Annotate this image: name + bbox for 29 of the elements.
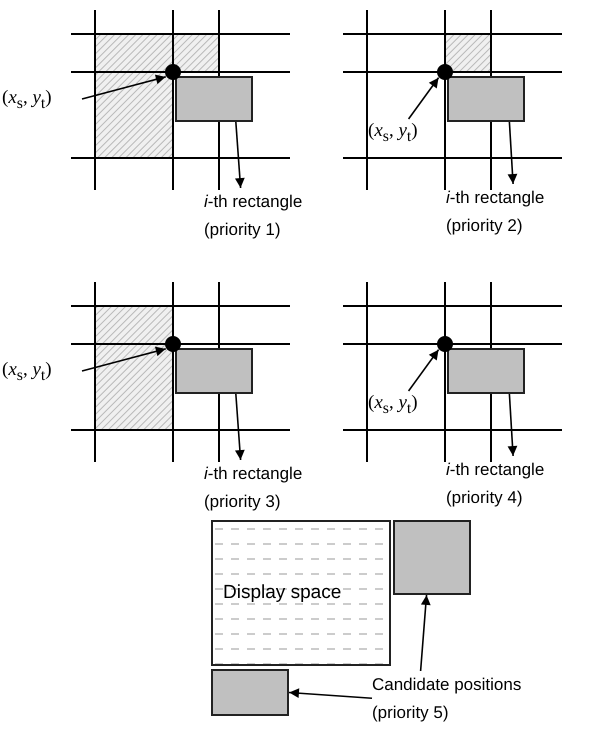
arrow [508,394,518,456]
caption-text: i-th rectangle (priority 4) [446,456,568,514]
caption-text: i-th rectangle (priority 1) [204,188,326,246]
arrow [408,77,440,120]
corner-point [437,64,453,80]
arrow [420,594,431,672]
coordinate-label: (x$_{s}$, y$_{t}$) [368,391,446,417]
coordinate-label: (x$_{s}$, y$_{t}$) [368,119,446,145]
rectangle [393,520,471,595]
coordinate-label: (x$_{s}$, y$_{t}$) [2,86,82,112]
rectangle [211,669,289,716]
rectangle [175,76,253,122]
arrow [408,349,440,392]
caption-text: i-th rectangle (priority 2) [446,184,568,242]
rectangle [447,76,525,122]
coordinate-label: (x$_{s}$, y$_{t}$) [2,358,82,384]
arrow [288,688,372,700]
caption-text: i-th rectangle (priority 3) [204,460,326,518]
caption-text: Candidate positions (priority 5) [372,671,552,729]
arrow [508,122,518,184]
corner-point [437,336,453,352]
area-label: Display space [223,582,342,604]
arrow [82,74,166,100]
display-space-area [211,520,391,666]
arrow [82,346,166,372]
arrow [234,122,245,188]
rectangle [175,348,253,394]
rectangle [447,348,525,394]
arrow [234,394,245,460]
